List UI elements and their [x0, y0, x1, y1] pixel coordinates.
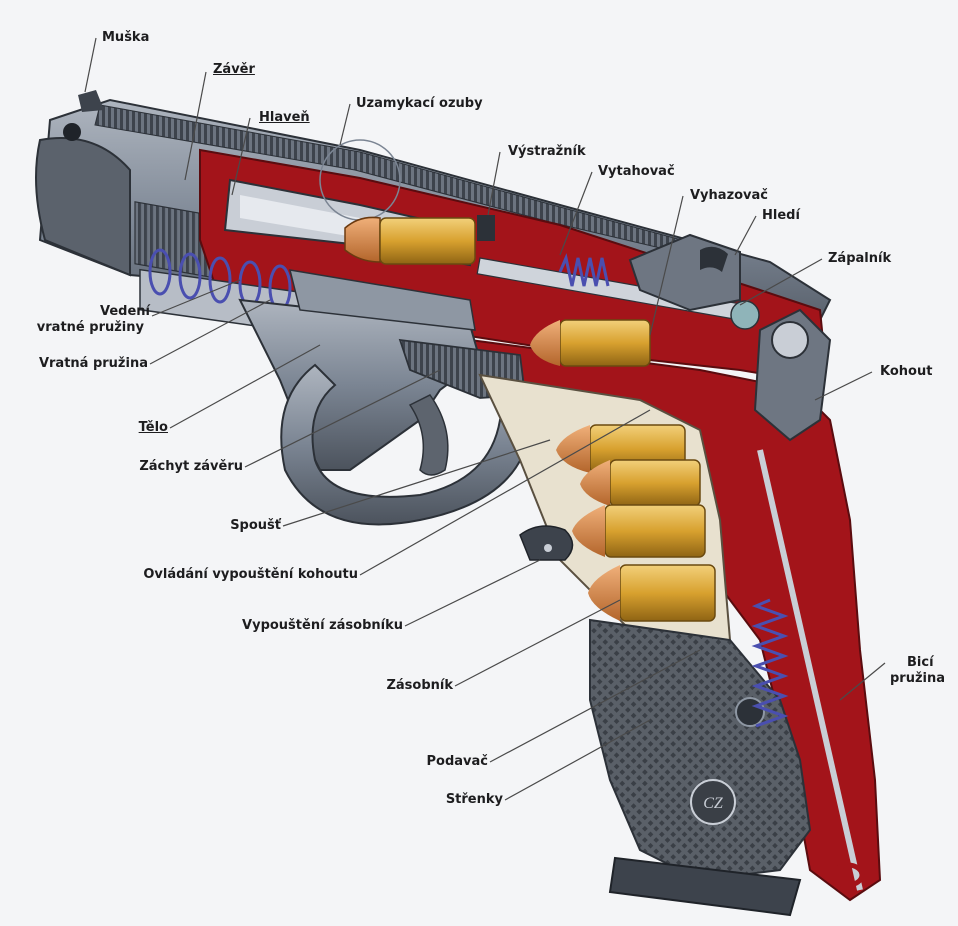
leader-muska [85, 38, 96, 92]
label-muska: Muška [102, 30, 149, 45]
label-hlaven: Hlaveň [259, 110, 310, 125]
leader-hledi [735, 216, 756, 255]
label-telo: Tělo [100, 420, 168, 435]
label-vypousteni-zasobniku: Vypouštění zásobníku [140, 618, 403, 633]
safety-lever [477, 215, 495, 241]
trigger [410, 395, 448, 475]
cz-logo-icon: CZ [691, 780, 735, 824]
svg-text:CZ: CZ [703, 795, 724, 812]
label-strenky: Střenky [340, 792, 503, 807]
label-podavac: Podavač [330, 754, 488, 769]
label-bici-line2: pružina [890, 671, 945, 686]
label-zapalnik: Zápalník [828, 251, 891, 266]
label-hledi: Hledí [762, 208, 800, 223]
label-zaver: Závěr [213, 62, 255, 77]
label-spoust: Spoušť [150, 518, 281, 533]
label-zachyt-zaveru: Záchyt závěru [80, 459, 243, 474]
front-sight [78, 90, 104, 112]
label-vystraznik: Výstražník [508, 144, 586, 159]
grip-screw [736, 698, 764, 726]
label-vytahovac: Vytahovač [598, 164, 675, 179]
muzzle-bore [63, 123, 81, 141]
leader-uzamykaci [340, 104, 350, 145]
label-vedeni-line1: Vedení [40, 304, 150, 319]
label-vedeni-line2: vratné pružiny [10, 320, 144, 335]
label-vratna-pruzina: Vratná pružina [10, 356, 148, 371]
hammer [755, 310, 830, 440]
label-kohout: Kohout [880, 364, 932, 379]
label-uzamykaci-ozuby: Uzamykací ozuby [356, 96, 483, 111]
decocker-lever [520, 526, 573, 560]
chambered-round [345, 217, 475, 264]
label-bici-line1: Bicí [907, 655, 934, 670]
label-ovladani-vypousteni-kohoutu: Ovládání vypouštění kohoutu [40, 567, 358, 582]
label-vyhazovac: Vyhazovač [690, 188, 768, 203]
leader-vypousteni [405, 560, 540, 626]
label-zasobnik: Zásobník [290, 678, 453, 693]
